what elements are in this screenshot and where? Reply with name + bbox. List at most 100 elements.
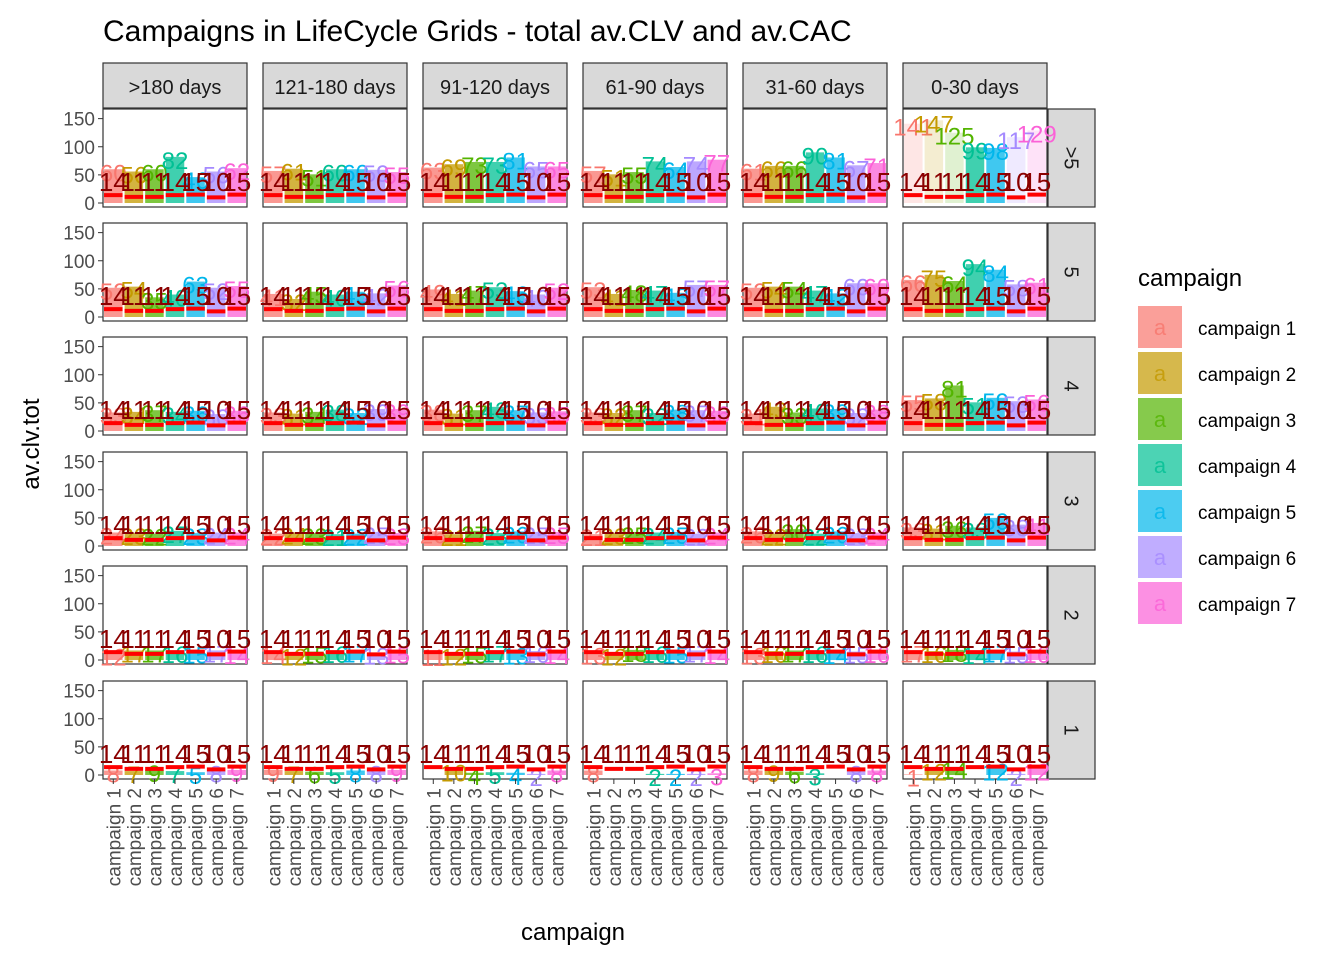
- bar-value-label: 17: [342, 641, 369, 668]
- cac-value-label: 14: [259, 395, 288, 425]
- bar-value-label: 49: [420, 280, 447, 307]
- x-tick-label: campaign 1: [744, 788, 765, 886]
- cac-value-label: 11: [280, 167, 307, 197]
- bar: [826, 409, 845, 431]
- bar: [945, 132, 964, 203]
- cac-value-label: 11: [461, 395, 488, 425]
- x-tick-label: campaign 1: [104, 788, 125, 886]
- bar: [826, 652, 845, 660]
- bar: [465, 772, 484, 775]
- bar-value-label: 59: [363, 161, 390, 188]
- x-tick-label: campaign 3: [305, 788, 326, 886]
- legend-label: campaign 4: [1198, 457, 1297, 478]
- x-tick-label: campaign 5: [507, 788, 528, 886]
- cac-value-label: 10: [842, 739, 871, 769]
- cac-value-label: 11: [781, 395, 808, 425]
- bar: [547, 652, 566, 660]
- cac-value-label: 15: [382, 281, 411, 311]
- x-tick-label: campaign 3: [625, 788, 646, 886]
- bar-value-label: 2: [648, 765, 661, 792]
- row-strip-label: 2: [1060, 609, 1082, 620]
- bar-value-label: 61: [1023, 274, 1050, 301]
- bar-value-label: 52: [740, 279, 767, 306]
- row-strip: [1047, 108, 1096, 208]
- cac-value-label: 14: [321, 281, 350, 311]
- facet-panel: 2423222723242414111114151015: [99, 451, 251, 552]
- x-tick-label: campaign 4: [806, 788, 827, 887]
- row-strip-label: >5: [1060, 147, 1082, 170]
- y-tick-label: 100: [63, 366, 95, 387]
- x-tick-label: campaign 2: [285, 788, 306, 886]
- x-tick-label: campaign 1: [424, 788, 445, 886]
- cac-value-label: 14: [161, 510, 190, 540]
- cac-value-label: 15: [181, 739, 210, 769]
- cac-value-label: 11: [440, 395, 467, 425]
- facet-panel: 2622302226232414111114151015: [739, 451, 891, 552]
- cac-value-label: 15: [981, 624, 1010, 654]
- bar-value-label: 60: [141, 160, 168, 187]
- cac-value-label: 15: [222, 167, 251, 197]
- bar: [686, 161, 706, 203]
- y-tick-label: 100: [63, 252, 95, 273]
- bar-value-label: 33: [962, 518, 989, 545]
- cac-value-label: 15: [542, 510, 571, 540]
- bar-value-label: 17: [482, 641, 509, 668]
- bar-value-label: 62: [223, 159, 250, 186]
- bar: [284, 771, 304, 775]
- cac-value-label: 15: [382, 167, 411, 197]
- cac-value-label: 14: [801, 167, 830, 197]
- cac-value-label: 14: [961, 281, 990, 311]
- y-tick-label: 50: [74, 623, 95, 644]
- y-tick-label: 150: [63, 224, 95, 245]
- bar: [485, 650, 505, 660]
- cac-value-label: 14: [481, 739, 510, 769]
- cac-value-label: 10: [682, 624, 711, 654]
- bar-value-label: 54: [121, 278, 148, 305]
- cac-value-label: 11: [600, 281, 627, 311]
- bar-value-label: 42: [363, 284, 390, 311]
- x-tick-label: campaign 7: [228, 788, 249, 886]
- cac-value-label: 15: [341, 395, 370, 425]
- cac-value-label: 15: [821, 624, 850, 654]
- cac-value-label: 15: [661, 624, 690, 654]
- cac-value-label: 14: [259, 281, 288, 311]
- cac-value-label: 11: [440, 624, 467, 654]
- bar-value-label: 60: [843, 274, 870, 301]
- x-tick-label: campaign 1: [264, 788, 285, 886]
- cac-value-label: 15: [222, 281, 251, 311]
- bar-value-label: 56: [203, 163, 230, 190]
- bar-value-label: 27: [461, 522, 488, 549]
- bar-value-label: 66: [761, 157, 788, 184]
- cac-value-label: 11: [280, 510, 307, 540]
- cac-value-label: 11: [941, 395, 968, 425]
- cac-value-label: 10: [522, 281, 551, 311]
- x-tick-label: campaign 6: [847, 788, 868, 886]
- bar-value-label: 41: [441, 285, 468, 312]
- row-strip-label: 4: [1060, 380, 1082, 391]
- bar-value-label: 63: [182, 273, 209, 300]
- cac-value-label: 14: [99, 624, 128, 654]
- row-strip-label: 3: [1060, 495, 1082, 506]
- bar: [264, 293, 283, 317]
- bar-value-label: 17: [900, 641, 927, 668]
- bar: [165, 156, 185, 203]
- bar-value-label: 24: [203, 524, 230, 551]
- cac-value-label: 11: [280, 281, 307, 311]
- cac-value-label: 11: [920, 739, 947, 769]
- bar: [805, 152, 825, 203]
- cac-value-label: 14: [419, 281, 448, 311]
- legend-key-glyph: a: [1154, 407, 1167, 432]
- x-tick-label: campaign 2: [605, 788, 626, 886]
- cac-value-label: 15: [181, 624, 210, 654]
- bar-value-label: 14: [962, 643, 989, 670]
- cac-value-label: 15: [661, 510, 690, 540]
- bar-value-label: 61: [740, 160, 767, 187]
- bar-value-label: 4: [509, 764, 522, 791]
- bar-value-label: 46: [182, 168, 209, 195]
- bar: [846, 770, 866, 775]
- bar-value-label: 74: [683, 152, 710, 179]
- cac-value-label: 11: [301, 624, 328, 654]
